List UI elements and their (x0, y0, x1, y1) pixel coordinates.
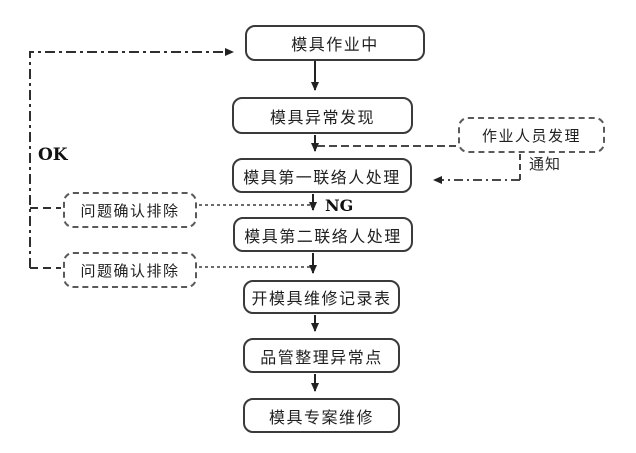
node-abnormal-found: 模具异常发现 (232, 97, 413, 134)
node-operator-handle: 作业人员发理 (458, 117, 605, 153)
node-problem-resolved-1: 问题确认排除 (63, 192, 197, 228)
node-repair-record-form: 开模具维修记录表 (243, 280, 400, 314)
edge-label-notify: 通知 (529, 155, 562, 173)
edge-label-ng: NG (325, 196, 354, 215)
node-problem-resolved-2: 问题确认排除 (63, 252, 197, 288)
node-mold-working: 模具作业中 (245, 25, 425, 61)
edge-label-ok: OK (38, 145, 68, 165)
node-first-contact: 模具第一联络人处理 (232, 158, 412, 193)
node-second-contact: 模具第二联络人处理 (233, 217, 413, 252)
node-special-repair: 模具专案维修 (243, 398, 400, 433)
node-qc-organize: 品管整理异常点 (243, 338, 400, 373)
